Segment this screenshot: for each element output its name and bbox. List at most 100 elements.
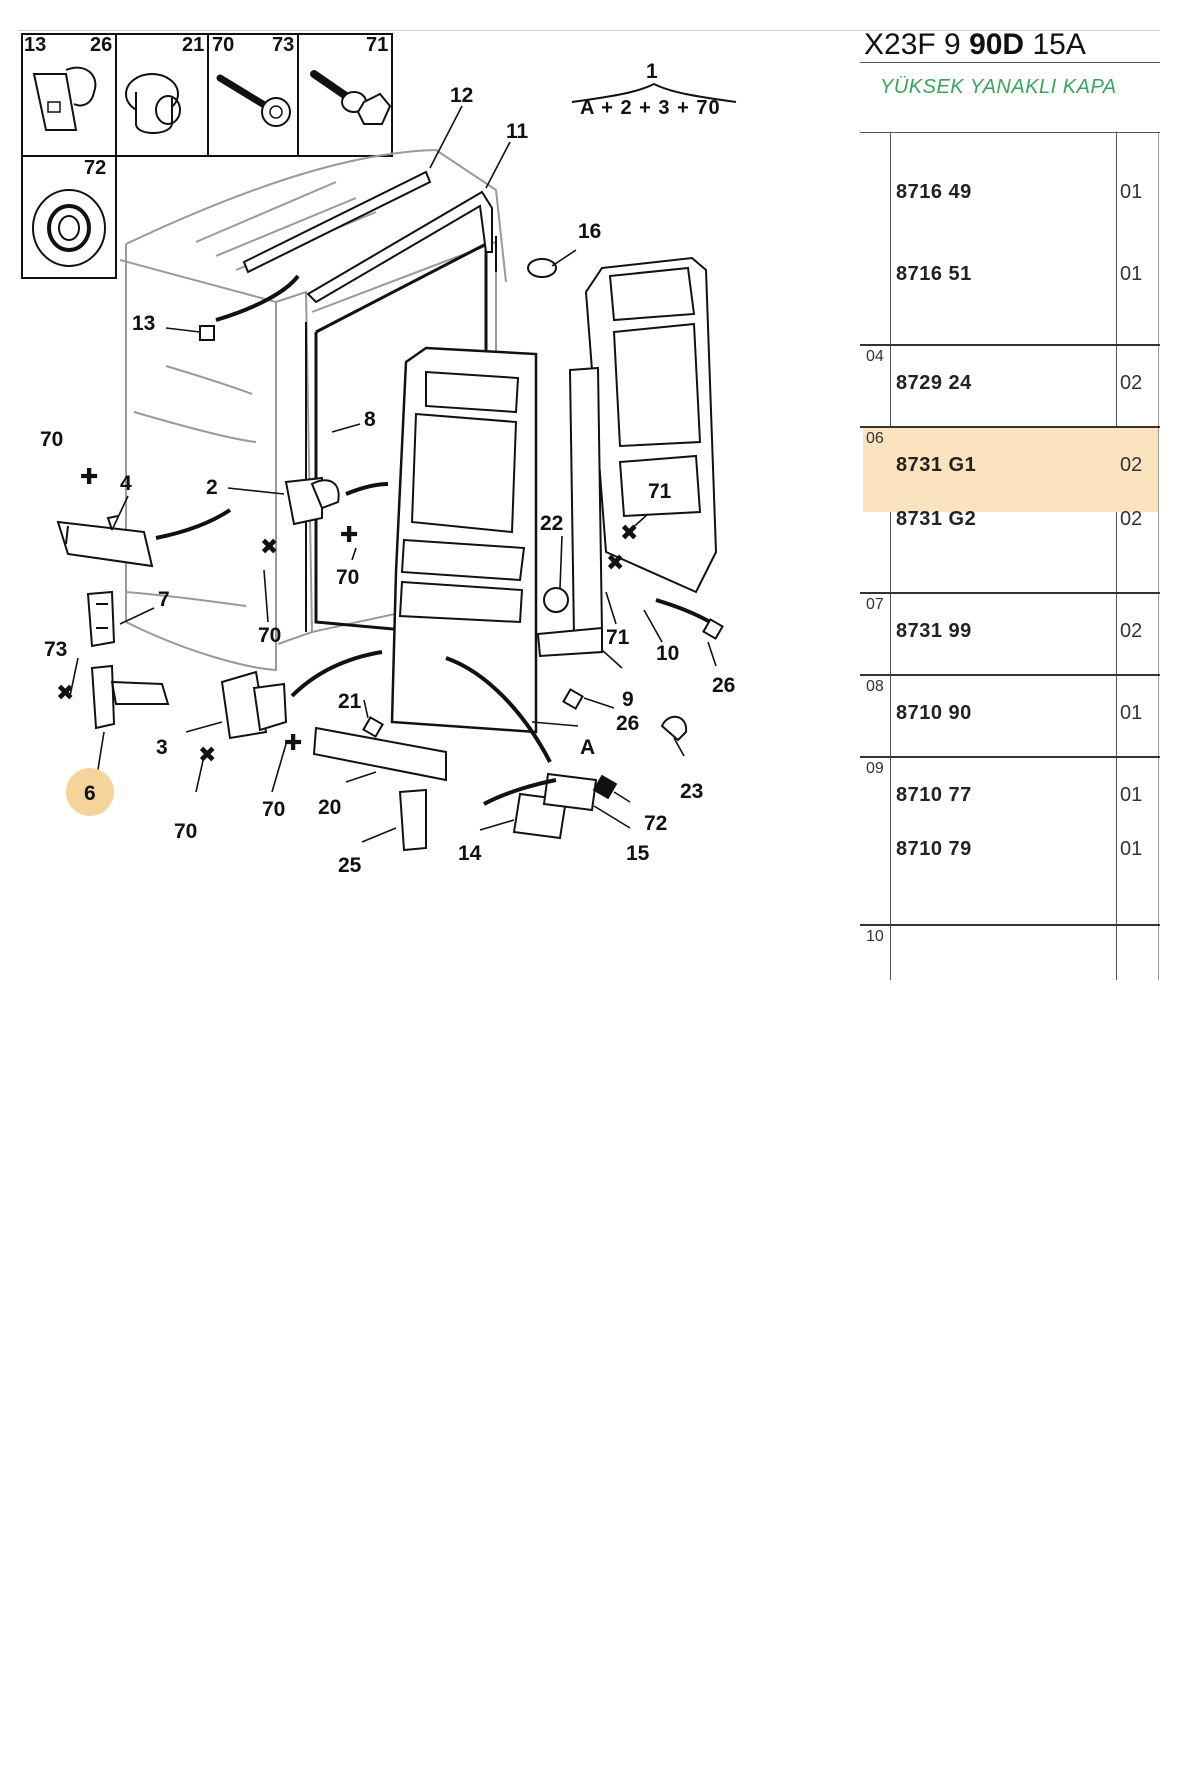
highlighted-row <box>863 428 1158 512</box>
fastener-box-13-26[interactable]: 13 26 <box>21 33 117 157</box>
screw-70-icon <box>216 74 270 110</box>
marker-13 <box>199 325 215 341</box>
ref-code: 06 <box>866 430 884 447</box>
part-qty: 01 <box>1120 784 1143 806</box>
svg-text:✚: ✚ <box>340 523 358 548</box>
fastener-box-21[interactable]: 21 <box>115 33 209 157</box>
callout-3: 3 <box>156 736 168 759</box>
part-number[interactable]: 8710 77 <box>896 784 972 806</box>
callout-71-a: 71 <box>648 480 672 503</box>
part-qty: 01 <box>1120 181 1143 203</box>
callout-9: 9 <box>622 688 634 711</box>
part-qty: 02 <box>1120 454 1143 476</box>
svg-text:✖: ✖ <box>620 521 638 546</box>
part-number[interactable]: 8731 G1 <box>896 454 977 476</box>
box-label-73: 73 <box>272 34 294 56</box>
box-label-21: 21 <box>182 34 204 56</box>
callout-26-b: 26 <box>712 674 735 697</box>
callout-70-c: 70 <box>258 624 281 647</box>
bolt-71-icon <box>310 70 350 100</box>
top-rule <box>18 30 1160 31</box>
callout-25: 25 <box>338 854 362 877</box>
bump-stop-23[interactable] <box>660 716 688 742</box>
lock-22[interactable] <box>543 587 569 613</box>
part-number[interactable]: 8710 90 <box>896 702 972 724</box>
lens-15[interactable] <box>542 772 598 812</box>
callout-22: 22 <box>540 512 563 535</box>
title-rule <box>860 132 1160 133</box>
formula-text: A + 2 + 3 + 70 <box>580 97 721 119</box>
part-qty: 02 <box>1120 508 1143 530</box>
callout-15: 15 <box>626 842 650 865</box>
part-number[interactable]: 8731 99 <box>896 620 972 642</box>
callout-70-a: 70 <box>40 428 63 451</box>
row-rule-2 <box>860 426 1160 428</box>
callout-8: 8 <box>364 408 376 431</box>
callout-4: 4 <box>120 472 132 495</box>
box-label-72: 72 <box>84 157 106 179</box>
diagram-svg: 13 26 21 70 73 <box>21 33 737 877</box>
box-label-70: 70 <box>212 34 234 56</box>
fastener-box-70-73[interactable]: 70 73 <box>207 33 299 157</box>
exploded-diagram: 13 26 21 70 73 <box>16 32 856 980</box>
callout-10: 10 <box>656 642 679 665</box>
rear-door-right[interactable] <box>584 256 718 594</box>
part-number[interactable]: 8731 G2 <box>896 508 977 530</box>
grommet-72-icon <box>32 189 106 267</box>
part-qty: 02 <box>1120 372 1143 394</box>
striker-25[interactable] <box>398 788 427 852</box>
box-label-13: 13 <box>24 34 46 56</box>
ref-code: 10 <box>866 928 884 945</box>
check-strap-6[interactable] <box>90 664 170 730</box>
part-number[interactable]: 8710 79 <box>896 838 972 860</box>
lower-hinge-3[interactable] <box>220 670 288 740</box>
doc-code-prefix: X23F 9 <box>864 28 970 61</box>
hinge-bracket-4[interactable] <box>56 515 154 568</box>
callout-70-b: 70 <box>336 566 359 589</box>
ref-code: 07 <box>866 596 884 613</box>
roof-seal-12[interactable] <box>242 170 432 274</box>
callout-2: 2 <box>206 476 218 499</box>
ref-column-rule <box>890 133 891 980</box>
callout-16: 16 <box>578 220 601 243</box>
fastener-box-72[interactable]: 72 <box>21 155 117 279</box>
callout-A: A <box>580 736 595 759</box>
callout-71-b: 71 <box>606 626 630 649</box>
part-number[interactable]: 8716 51 <box>896 263 972 285</box>
svg-text:✚: ✚ <box>80 465 98 490</box>
ref-code: 04 <box>866 348 884 365</box>
svg-text:✖: ✖ <box>56 681 74 706</box>
qty-column-rule <box>1116 133 1117 980</box>
callout-14: 14 <box>458 842 482 865</box>
callout-23: 23 <box>680 780 703 803</box>
right-edge-rule <box>1158 133 1159 980</box>
marker-26b <box>702 618 724 640</box>
box-label-71: 71 <box>366 34 388 56</box>
doc-code-suffix: 15A <box>1024 28 1086 61</box>
part-number[interactable]: 8716 49 <box>896 181 972 203</box>
rail-9[interactable] <box>568 366 604 638</box>
svg-text:✖: ✖ <box>606 551 624 576</box>
header-rule <box>860 62 1160 63</box>
section-title: YÜKSEK YANAKLI KAPA <box>880 76 1117 98</box>
callout-20: 20 <box>318 796 341 819</box>
part-number[interactable]: 8729 24 <box>896 372 972 394</box>
hinge-plate-7[interactable] <box>86 590 116 648</box>
callout-73: 73 <box>44 638 67 661</box>
sill-strip-20[interactable] <box>312 726 447 782</box>
doc-code-bold: 90D <box>969 28 1025 61</box>
row-rule-1 <box>860 344 1160 346</box>
part-qty: 01 <box>1120 263 1143 285</box>
fastener-box-71[interactable]: 71 <box>297 33 393 157</box>
box-label-26: 26 <box>90 34 112 56</box>
upper-hinge-2[interactable] <box>284 476 340 526</box>
rear-door-left[interactable] <box>390 346 538 734</box>
roof-seal-11[interactable] <box>306 190 493 304</box>
callout-70-d: 70 <box>262 798 285 821</box>
row-rule-4 <box>860 674 1160 676</box>
grommet-72-marker <box>592 774 618 800</box>
formula-number: 1 <box>646 60 658 83</box>
cap-16[interactable] <box>527 258 557 278</box>
document-code: X23F 9 90D 15A <box>864 28 1086 62</box>
